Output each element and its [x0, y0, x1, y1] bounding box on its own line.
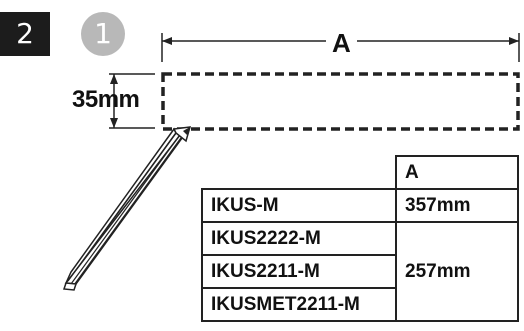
table-cell-model: IKUS2211-M [201, 254, 397, 289]
dimension-a-left-arrow [162, 37, 172, 45]
table-cell-model: IKUSMET2211-M [201, 287, 397, 322]
dimension-35-top-arrow [110, 74, 118, 84]
table-cell-model: IKUS2222-M [201, 221, 397, 256]
table-row: IKUSMET2211-M [201, 287, 518, 322]
table-row: IKUS2222-M 257mm [201, 221, 519, 322]
dimension-a-right-arrow [509, 37, 519, 45]
table-header-a: A [395, 155, 519, 190]
dimension-height-label: 35mm [72, 86, 140, 113]
pencil-icon [62, 126, 192, 291]
table-cell-model: IKUS-M [201, 188, 397, 223]
substep-circle-badge: 1 [81, 12, 125, 56]
table-row: IKUS2211-M [201, 254, 518, 289]
step-number-badge: 2 [0, 12, 50, 56]
table-cell-value: 257mm [395, 221, 519, 322]
dimension-a-label: A [326, 28, 357, 59]
dimension-35-bottom-arrow [110, 118, 118, 128]
table-cell-value: 357mm [395, 188, 519, 223]
table-row: IKUS-M 357mm [201, 188, 519, 223]
dimension-table: A IKUS-M 357mm IKUS2222-M 257mm IKUS2211… [201, 155, 519, 322]
marking-outline [161, 72, 520, 131]
table-header-blank [202, 156, 396, 189]
table-header-row: A [202, 155, 519, 190]
